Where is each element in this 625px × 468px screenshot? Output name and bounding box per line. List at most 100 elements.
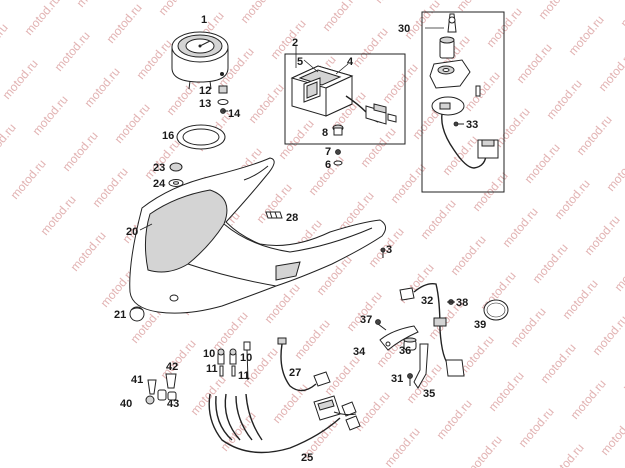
watermark-text: motod.ru [350, 25, 391, 70]
watermark-text: motod.ru [134, 37, 175, 82]
watermark-text: motod.ru [536, 0, 577, 22]
watermark-text: motod.ru [448, 233, 489, 278]
watermark-text: motod.ru [52, 29, 93, 74]
watermark-text: motod.ru [238, 0, 279, 26]
leader-lines [139, 27, 444, 231]
watermark-text: motod.ru [590, 313, 625, 358]
watermark-text: motod.ru [530, 241, 571, 286]
watermark-text: motod.ru [434, 397, 475, 442]
watermark-text: motod.ru [22, 0, 63, 38]
callout-13: 13 [199, 98, 211, 110]
callout-30: 30 [398, 23, 410, 35]
watermark-text: motod.ru [60, 129, 101, 174]
callout-7: 7 [325, 146, 331, 158]
sensor-cable-32 [399, 282, 465, 377]
watermark-text: motod.ru [544, 77, 585, 122]
harness-25 [208, 393, 361, 454]
callout-35: 35 [423, 388, 435, 400]
watermark-text: motod.ru [8, 157, 49, 202]
watermark-text: motod.ru [90, 165, 131, 210]
callout-32: 32 [421, 295, 433, 307]
ring-part [176, 124, 226, 150]
clip-28 [265, 211, 283, 219]
screw-3 [380, 247, 386, 258]
watermark-text: motod.ru [158, 337, 199, 382]
callout-38: 38 [456, 297, 468, 309]
callout-6: 6 [325, 159, 331, 171]
callout-11a: 11 [206, 363, 218, 375]
watermark-text: motod.ru [188, 373, 229, 418]
callout-2: 2 [292, 37, 298, 49]
watermark-text: motod.ru [0, 57, 41, 102]
watermark-text: motod.ru [142, 137, 183, 182]
callout-11b: 11 [238, 370, 250, 382]
bracket-35 [413, 343, 429, 389]
screw-33 [453, 121, 464, 127]
watermark-text: motod.ru [112, 101, 153, 146]
callout-43: 43 [167, 398, 179, 410]
instrument-box [284, 53, 406, 145]
fairing-part [129, 157, 386, 314]
watermark-text: motod.ru [276, 117, 317, 162]
callout-42: 42 [166, 361, 178, 373]
callout-layer: 1 2 3 4 5 6 7 8 10 10 11 11 12 13 14 16 … [114, 14, 486, 464]
watermark-text: motod.ru [0, 21, 11, 66]
grommet-21 [129, 306, 145, 322]
cable-27 [277, 337, 331, 392]
bracket-34 [379, 325, 419, 351]
watermark-text: motod.ru [596, 49, 625, 94]
callout-34: 34 [353, 346, 366, 358]
watermark-text: motod.ru [560, 277, 601, 322]
callout-3: 3 [386, 244, 392, 256]
watermark-text: motod.ru [246, 81, 287, 126]
watermark-text: motod.ru [470, 169, 511, 214]
bulb-40-41 [145, 379, 157, 405]
watermark-text: motod.ru [74, 0, 115, 10]
watermark-text: motod.ru [418, 197, 459, 242]
watermark-text: motod.ru [604, 149, 625, 194]
screw-31 [407, 373, 413, 386]
watermark-text: motod.ru [546, 441, 587, 468]
gauge-hardware [217, 85, 229, 114]
callout-33: 33 [466, 119, 478, 131]
watermark-text: motod.ru [30, 93, 71, 138]
watermark-text: motod.ru [38, 193, 79, 238]
watermark-text: motod.ru [500, 205, 541, 250]
nut-washer [333, 149, 343, 166]
callout-28: 28 [286, 212, 298, 224]
watermark-text: motod.ru [582, 213, 623, 258]
clip-38 [447, 299, 455, 305]
callout-8: 8 [322, 127, 328, 139]
spacer-36 [403, 337, 417, 351]
callout-10a: 10 [203, 348, 215, 360]
bulb-cable-10 [243, 341, 251, 381]
watermark-text: motod.ru [0, 0, 33, 2]
watermark-text: motod.ru [388, 161, 429, 206]
watermark-text: motod.ru [568, 377, 609, 422]
callout-12: 12 [199, 85, 211, 97]
bulb-socket-42-43 [157, 373, 177, 401]
screw-37 [375, 319, 387, 331]
callout-24: 24 [153, 178, 166, 190]
callout-21: 21 [114, 309, 126, 321]
watermark-text: motod.ru [516, 405, 557, 450]
watermark-text: motod.ru [156, 0, 197, 18]
callout-5: 5 [297, 56, 303, 68]
callout-10b: 10 [240, 352, 252, 364]
watermark-text: motod.ru [612, 249, 625, 294]
callout-4: 4 [347, 56, 354, 68]
callout-1: 1 [201, 14, 207, 26]
callout-25: 25 [301, 452, 313, 464]
watermark-text: motod.ru [514, 41, 555, 86]
callout-37: 37 [360, 314, 372, 326]
watermark-text: motod.ru [320, 0, 361, 34]
clamp-39 [483, 299, 509, 321]
watermark-text: motod.ru [372, 0, 413, 6]
watermark-text: motod.ru [270, 381, 311, 426]
watermark-text: motod.ru [380, 61, 421, 106]
watermark-text: motod.ru [292, 317, 333, 362]
callout-41: 41 [131, 374, 143, 386]
gauge-part [171, 31, 229, 90]
watermark-text: motod.ru [382, 425, 423, 468]
